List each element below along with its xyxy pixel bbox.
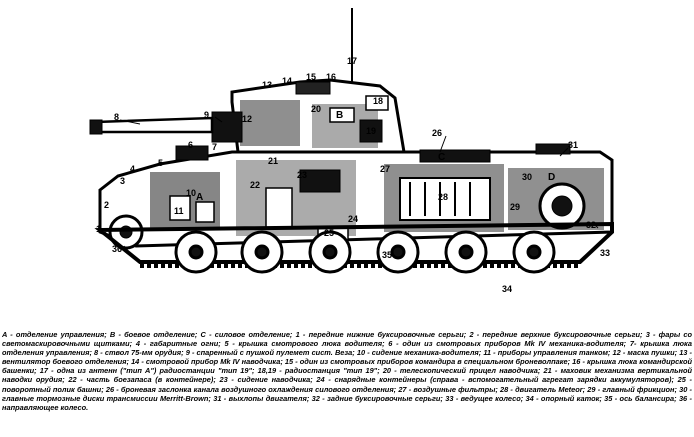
zone-label-a: A — [196, 192, 203, 203]
callout-36: 36 — [112, 244, 122, 254]
callout-3: 3 — [120, 176, 125, 186]
callout-25: 25 — [324, 228, 334, 238]
zone-labels: A B C D — [196, 110, 555, 203]
commander-cupola — [295, 81, 331, 95]
callout-12: 12 — [242, 114, 252, 124]
leader-lines — [119, 66, 599, 253]
callout-13: 13 — [262, 80, 272, 90]
gun-mantlet — [211, 111, 243, 143]
callout-2: 2 — [104, 200, 109, 210]
callout-23: 23 — [297, 170, 307, 180]
callout-10: 10 — [186, 188, 196, 198]
callout-30: 30 — [522, 172, 532, 182]
callout-4: 4 — [130, 164, 135, 174]
callout-7: 7 — [212, 142, 217, 152]
callout-20: 20 — [311, 104, 321, 114]
diagram-caption: A - отделение управления; B - боевое отд… — [2, 330, 692, 412]
callout-1: 1 — [96, 224, 101, 234]
callout-31: 31 — [568, 140, 578, 150]
zone-label-b: B — [336, 110, 343, 121]
callout-6: 6 — [188, 140, 193, 150]
callout-8: 8 — [114, 112, 119, 122]
engine — [399, 177, 491, 221]
callout-19: 19 — [366, 126, 376, 136]
callout-9: 9 — [204, 110, 209, 120]
road-wheels — [174, 230, 556, 274]
callout-11: 11 — [174, 206, 184, 216]
callout-28: 28 — [438, 192, 448, 202]
callout-24: 24 — [348, 214, 358, 224]
callout-5: 5 — [158, 158, 163, 168]
callout-32: 32 — [586, 220, 596, 230]
callout-34: 34 — [502, 284, 512, 294]
callout-22: 22 — [250, 180, 260, 190]
callout-15: 15 — [306, 72, 316, 82]
callout-18: 18 — [373, 96, 383, 106]
zone-label-c: C — [438, 152, 445, 163]
callout-17: 17 — [347, 56, 357, 66]
callout-26: 26 — [432, 128, 442, 138]
callout-29: 29 — [510, 202, 520, 212]
callout-14: 14 — [282, 76, 292, 86]
callout-27: 27 — [380, 164, 390, 174]
tank-drawing — [89, 8, 614, 274]
callout-33: 33 — [600, 248, 610, 258]
callout-21: 21 — [268, 156, 278, 166]
callout-16: 16 — [326, 72, 336, 82]
zone-label-d: D — [548, 172, 555, 183]
callout-35: 35 — [382, 250, 392, 260]
track — [94, 221, 614, 264]
